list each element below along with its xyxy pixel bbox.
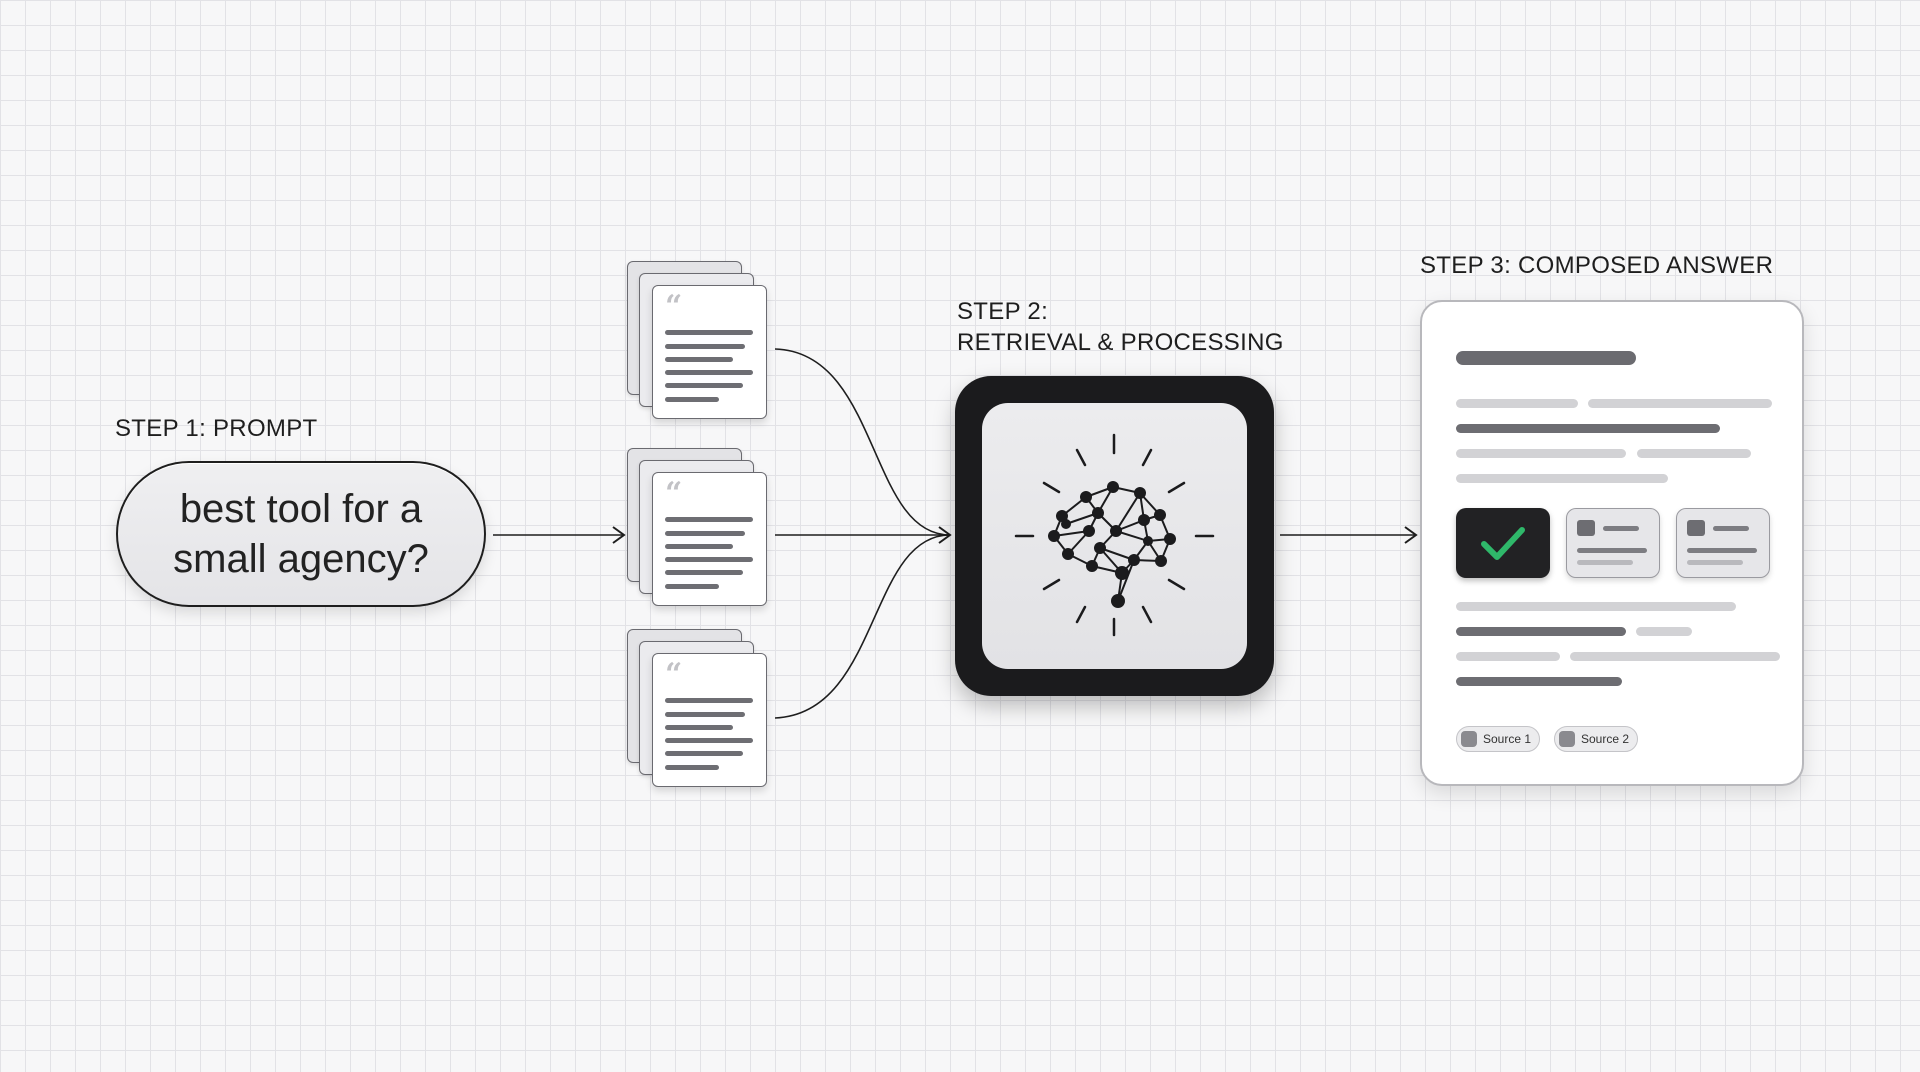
text-line-placeholder xyxy=(665,738,753,743)
document-card-front: “ xyxy=(652,472,767,606)
brain-network-icon xyxy=(1014,433,1215,637)
link-icon xyxy=(1687,520,1705,536)
step1-label-text: STEP 1: PROMPT xyxy=(115,415,318,442)
source-chip-1[interactable]: Source 1 xyxy=(1456,726,1541,752)
text-line-placeholder xyxy=(1456,399,1578,408)
quote-icon: “ xyxy=(665,476,683,511)
processing-box-inner xyxy=(982,403,1247,669)
text-line-placeholder xyxy=(1456,424,1720,433)
source-chip-label: Source 1 xyxy=(1483,732,1532,746)
arrow-doc3-to-processing xyxy=(774,534,951,719)
text-line-placeholder xyxy=(665,531,745,536)
text-line-placeholder xyxy=(1456,652,1560,661)
link-icon xyxy=(1577,520,1595,536)
text-line-placeholder xyxy=(665,712,745,717)
quote-icon: “ xyxy=(665,289,683,324)
text-line-placeholder xyxy=(665,557,753,562)
composed-answer-card: Source 1 Source 2 xyxy=(1420,300,1804,786)
text-line-placeholder xyxy=(1603,526,1639,531)
text-line-placeholder xyxy=(1636,627,1692,636)
text-line-placeholder xyxy=(1687,560,1743,565)
text-line-placeholder xyxy=(665,330,753,335)
document-stack-3: “ xyxy=(627,629,772,791)
text-line-placeholder xyxy=(1577,548,1647,553)
text-line-placeholder xyxy=(665,544,733,549)
text-line-placeholder xyxy=(665,357,733,362)
text-line-placeholder xyxy=(665,751,743,756)
text-line-placeholder xyxy=(665,397,719,402)
text-line-placeholder xyxy=(665,517,753,522)
text-line-placeholder xyxy=(1456,677,1622,686)
document-card-front: “ xyxy=(652,285,767,419)
quote-icon: “ xyxy=(665,657,683,692)
source-chip-label: Source 2 xyxy=(1581,732,1630,746)
source-chip-2[interactable]: Source 2 xyxy=(1554,726,1639,752)
text-line-placeholder xyxy=(1456,627,1626,636)
text-line-placeholder xyxy=(665,765,719,770)
text-line-placeholder xyxy=(1687,548,1757,553)
text-line-placeholder xyxy=(665,344,745,349)
text-line-placeholder xyxy=(1456,602,1736,611)
answer-title-placeholder xyxy=(1456,351,1636,365)
check-tile xyxy=(1456,508,1550,578)
step2-label-line1: STEP 2: xyxy=(957,298,1049,325)
text-line-placeholder xyxy=(665,383,743,388)
step2-label-line2: RETRIEVAL & PROCESSING xyxy=(957,329,1284,356)
source-preview-card xyxy=(1676,508,1770,578)
text-line-placeholder xyxy=(1588,399,1772,408)
text-line-placeholder xyxy=(1637,449,1751,458)
processing-box xyxy=(955,376,1274,696)
text-line-placeholder xyxy=(665,370,753,375)
link-icon xyxy=(1559,731,1575,747)
prompt-bubble: best tool for a small agency? xyxy=(116,461,486,607)
text-line-placeholder xyxy=(665,570,743,575)
checkmark-icon xyxy=(1481,527,1525,560)
step1-label: STEP 1: PROMPT xyxy=(115,413,317,444)
step3-label-text: STEP 3: COMPOSED ANSWER xyxy=(1420,252,1774,279)
link-icon xyxy=(1461,731,1477,747)
step3-label: STEP 3: COMPOSED ANSWER xyxy=(1420,250,1773,281)
text-line-placeholder xyxy=(1456,474,1668,483)
source-preview-card xyxy=(1566,508,1660,578)
text-line-placeholder xyxy=(665,698,753,703)
text-line-placeholder xyxy=(665,725,733,730)
document-stack-1: “ xyxy=(627,261,772,423)
text-line-placeholder xyxy=(665,584,719,589)
text-line-placeholder xyxy=(1713,526,1749,531)
prompt-text: best tool for a small agency? xyxy=(173,487,429,581)
text-line-placeholder xyxy=(1570,652,1780,661)
text-line-placeholder xyxy=(1577,560,1633,565)
document-stack-2: “ xyxy=(627,448,772,610)
document-card-front: “ xyxy=(652,653,767,787)
step2-label: STEP 2: RETRIEVAL & PROCESSING xyxy=(957,296,1284,358)
arrow-doc1-to-processing xyxy=(774,348,951,536)
text-line-placeholder xyxy=(1456,449,1626,458)
